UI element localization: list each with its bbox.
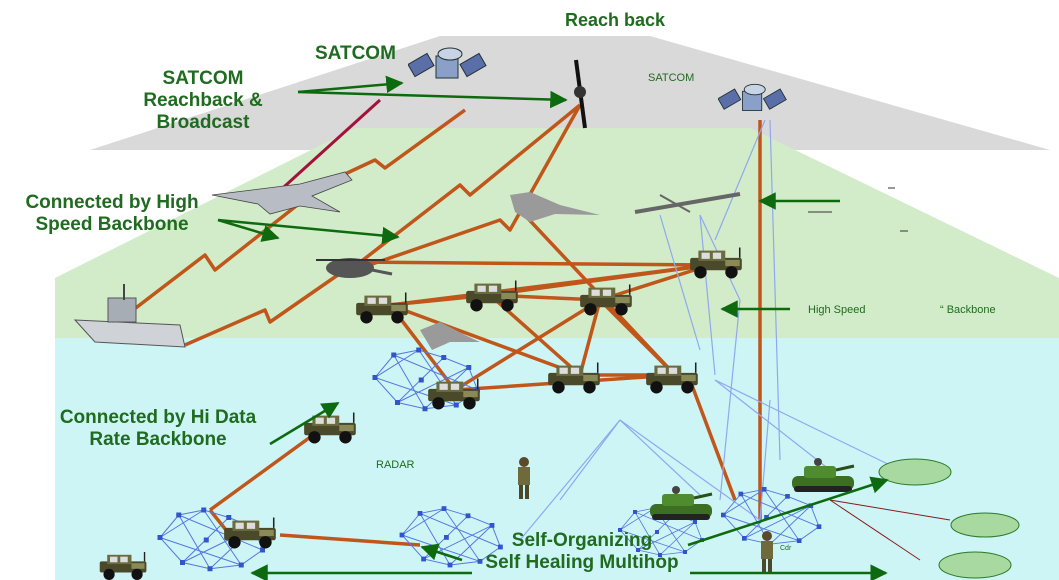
fighter-jet-icon xyxy=(211,171,353,215)
decorative-dashes xyxy=(808,187,908,232)
jet-satcom-link xyxy=(273,98,382,197)
backbone-layer xyxy=(55,128,1059,340)
uav-icon xyxy=(420,322,480,350)
hi-data-backbone-line2: Rate Backbone xyxy=(89,428,227,450)
uav-icon xyxy=(634,192,741,214)
satcom-layer-label: SATCOM xyxy=(648,72,695,84)
cdr-label: Cdr xyxy=(780,545,792,552)
high-speed-backbone-line1: Connected by High xyxy=(25,192,199,213)
satcom-title: SATCOM xyxy=(315,43,396,64)
helicopter-icon xyxy=(316,258,393,278)
cdr-links xyxy=(829,499,951,561)
satcom-reachback-label: SATCOM Reachback & Broadcast xyxy=(128,68,278,134)
satcom-layer xyxy=(90,36,1050,150)
backbone-label: “ Backbone xyxy=(940,304,996,316)
hi-data-backbone-line1: Connected by Hi Data xyxy=(59,407,257,428)
radar-label: RADAR xyxy=(376,459,415,471)
self-organizing-line2: Self Healing Multihop xyxy=(485,551,679,573)
satcom-reachback-line3: Broadcast xyxy=(156,111,250,133)
hi-data-backbone-label: Connected by Hi Data Rate Backbone xyxy=(38,407,278,451)
satcom-reachback-line1: SATCOM xyxy=(162,68,244,89)
soldier-icon xyxy=(761,531,773,573)
reach-back-label: Reach back xyxy=(565,10,666,30)
ship-icon xyxy=(73,284,186,348)
mesh-cluster-icon xyxy=(950,512,1020,538)
mesh-cluster-icon xyxy=(878,458,952,486)
mesh-cluster-icon xyxy=(938,551,1012,579)
high-speed-label: High Speed xyxy=(808,304,866,316)
satellite-icon xyxy=(574,59,587,129)
high-speed-backbone-line2: Speed Backbone xyxy=(35,213,189,235)
self-organizing-label: Self-Organizing Self Healing Multihop xyxy=(452,530,712,574)
wireless-links xyxy=(519,119,901,541)
high-speed-backbone-label: Connected by High Speed Backbone xyxy=(6,192,218,236)
satcom-reachback-line2: Reachback & xyxy=(143,89,263,111)
self-organizing-line1: Self-Organizing xyxy=(511,530,653,551)
soldier-icon xyxy=(518,457,530,499)
uav-icon xyxy=(510,192,600,222)
annotation-arrows xyxy=(217,75,889,580)
